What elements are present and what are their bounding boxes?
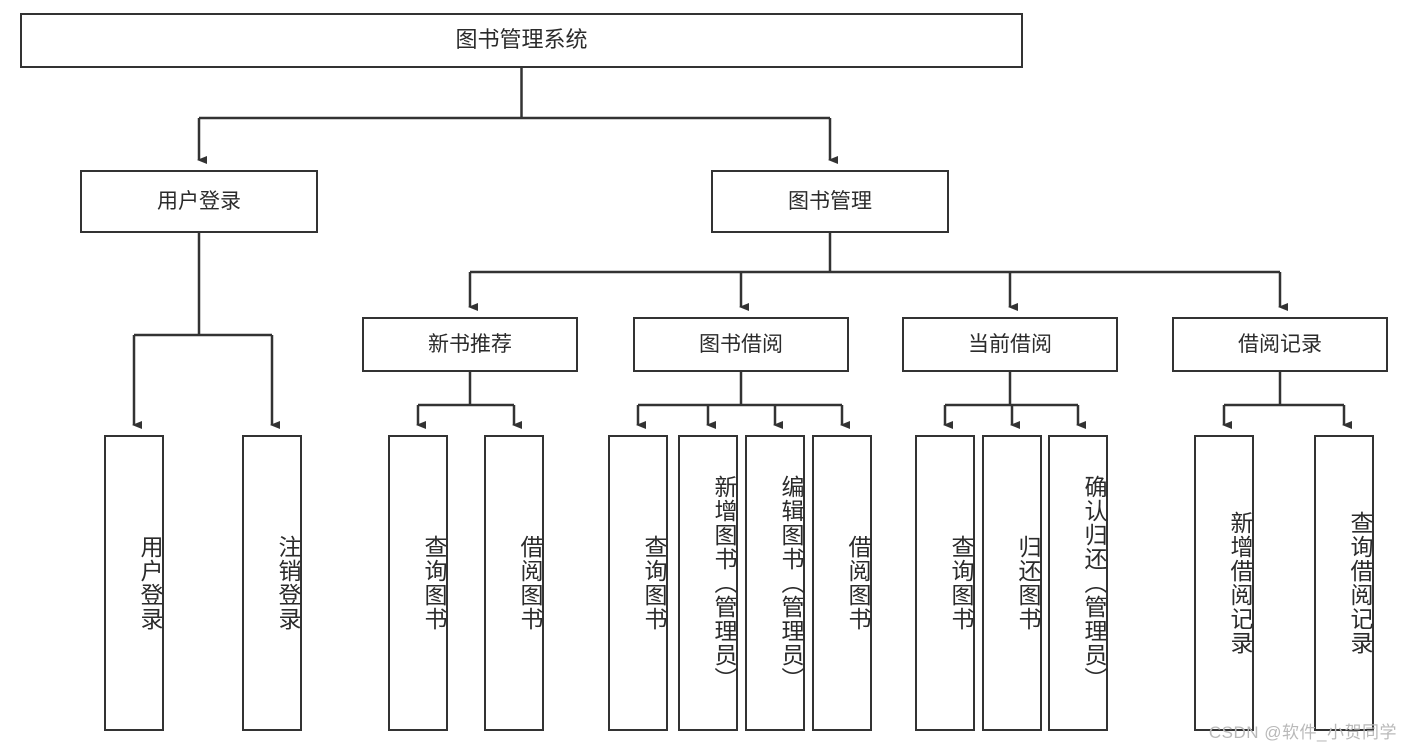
node-new-book-recommend[interactable]: 新书推荐 bbox=[362, 317, 578, 372]
node-label: 归还图书 bbox=[1015, 535, 1041, 631]
node-book-management[interactable]: 图书管理 bbox=[711, 170, 949, 233]
node-label: 查询借阅记录 bbox=[1347, 511, 1373, 655]
node-label: 用户登录 bbox=[157, 189, 241, 213]
node-label: 新增图书（管理员） bbox=[711, 475, 737, 691]
node-root[interactable]: 图书管理系统 bbox=[20, 13, 1023, 68]
node-label: 图书管理系统 bbox=[455, 27, 588, 53]
node-label: 借阅记录 bbox=[1238, 332, 1322, 356]
node-leaf-logout[interactable]: 注销登录 bbox=[242, 435, 302, 731]
node-leaf-query-book-borrow[interactable]: 查询图书 bbox=[608, 435, 668, 731]
node-leaf-edit-book[interactable]: 编辑图书（管理员） bbox=[745, 435, 805, 731]
node-label: 新书推荐 bbox=[428, 332, 512, 356]
node-label: 注销登录 bbox=[275, 535, 301, 631]
node-label: 图书借阅 bbox=[699, 332, 783, 356]
watermark-text: CSDN @软件_小贺同学 bbox=[1208, 723, 1397, 742]
node-label: 用户登录 bbox=[137, 535, 163, 631]
node-leaf-borrow-book-recommend[interactable]: 借阅图书 bbox=[484, 435, 544, 731]
node-label: 新增借阅记录 bbox=[1227, 511, 1253, 655]
node-label: 确认归还（管理员） bbox=[1081, 475, 1107, 691]
node-current-borrow[interactable]: 当前借阅 bbox=[902, 317, 1118, 372]
node-label: 借阅图书 bbox=[845, 535, 871, 631]
node-label: 查询图书 bbox=[948, 535, 974, 631]
node-leaf-confirm-return[interactable]: 确认归还（管理员） bbox=[1048, 435, 1108, 731]
node-leaf-query-book-recommend[interactable]: 查询图书 bbox=[388, 435, 448, 731]
node-borrow-record[interactable]: 借阅记录 bbox=[1172, 317, 1388, 372]
node-leaf-add-book[interactable]: 新增图书（管理员） bbox=[678, 435, 738, 731]
node-label: 图书管理 bbox=[788, 189, 872, 213]
node-label: 当前借阅 bbox=[968, 332, 1052, 356]
node-leaf-user-login[interactable]: 用户登录 bbox=[104, 435, 164, 731]
node-book-borrow[interactable]: 图书借阅 bbox=[633, 317, 849, 372]
node-label: 借阅图书 bbox=[517, 535, 543, 631]
node-leaf-add-borrow-record[interactable]: 新增借阅记录 bbox=[1194, 435, 1254, 731]
node-label: 编辑图书（管理员） bbox=[778, 475, 804, 691]
node-leaf-return-book[interactable]: 归还图书 bbox=[982, 435, 1042, 731]
node-leaf-borrow-book[interactable]: 借阅图书 bbox=[812, 435, 872, 731]
node-user-login[interactable]: 用户登录 bbox=[80, 170, 318, 233]
node-leaf-query-borrow-record[interactable]: 查询借阅记录 bbox=[1314, 435, 1374, 731]
node-leaf-query-book-current[interactable]: 查询图书 bbox=[915, 435, 975, 731]
node-label: 查询图书 bbox=[421, 535, 447, 631]
node-label: 查询图书 bbox=[641, 535, 667, 631]
